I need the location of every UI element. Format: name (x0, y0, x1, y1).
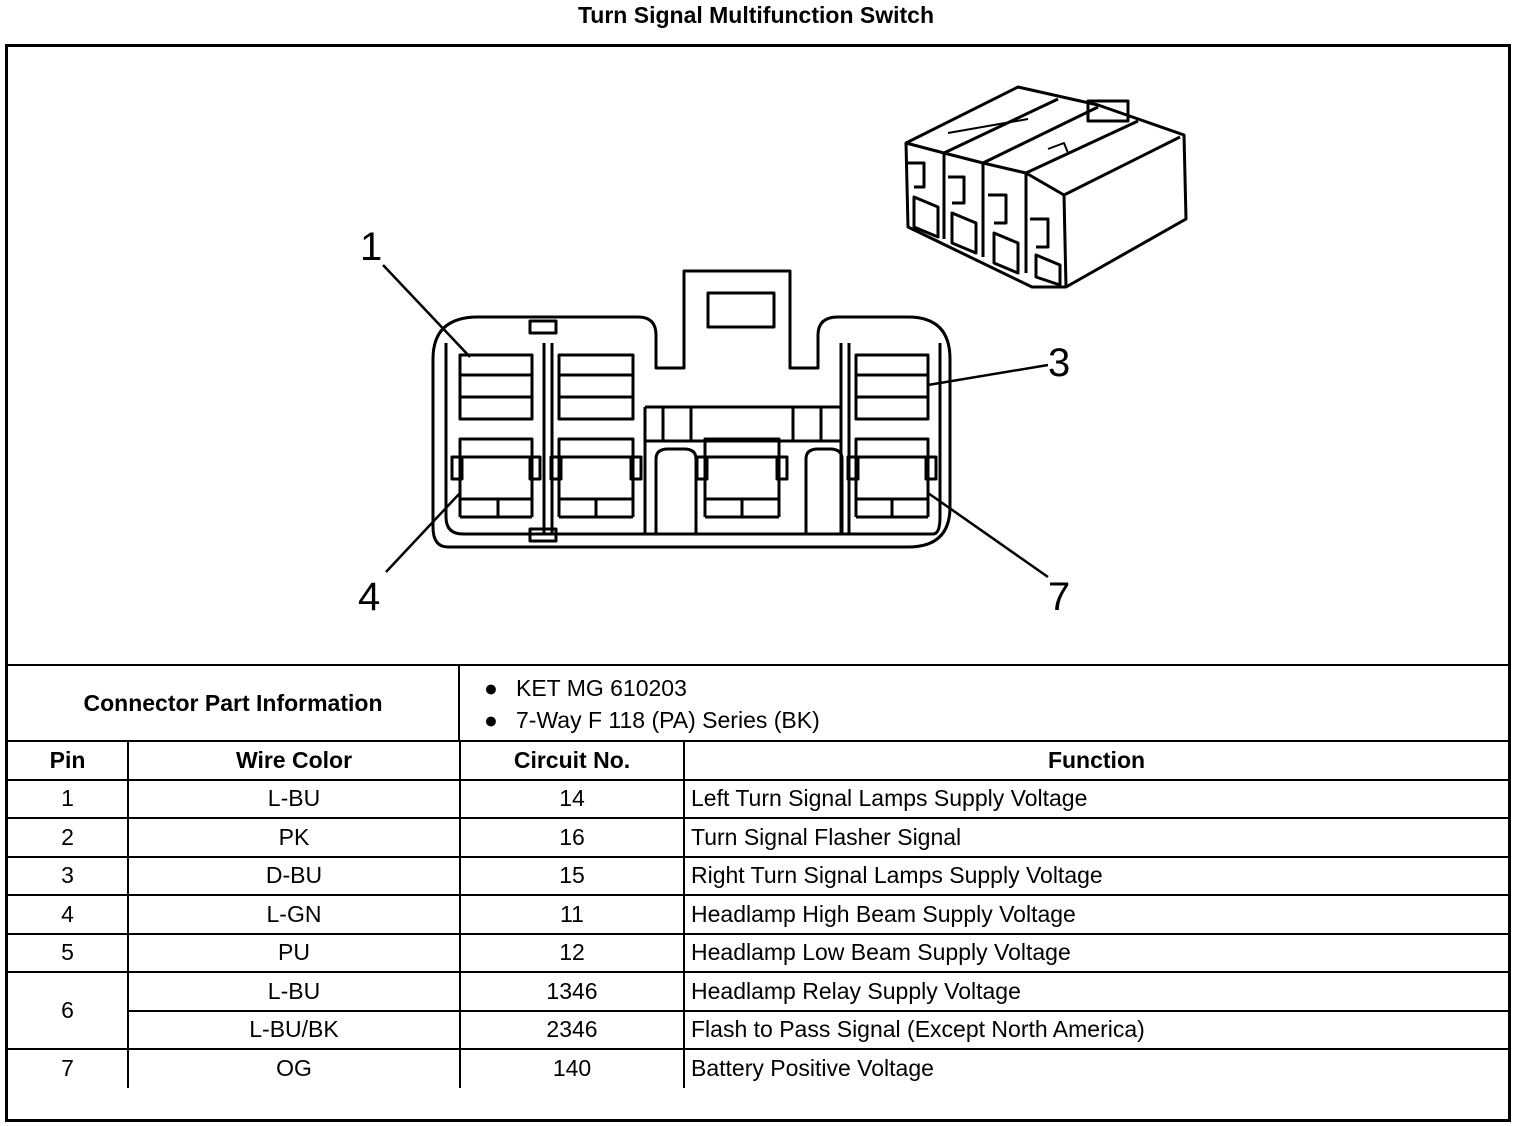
connector-part-info-list: ●KET MG 610203 ●7-Way F 118 (PA) Series … (460, 672, 820, 736)
connector-frame: 1 3 4 7 Connector Part Information ●KET … (5, 44, 1511, 1122)
connector-diagram: 1 3 4 7 (8, 47, 1508, 664)
table-header-row: Pin Wire Color Circuit No. Function (8, 740, 1508, 781)
cell-wire-color: PK (127, 817, 461, 858)
notch-top (528, 319, 558, 335)
cell-circuit: 11 (459, 894, 685, 935)
cell-wire-color: D-BU (127, 855, 461, 896)
cell-pin: 6 (8, 971, 129, 1050)
leader-line-7 (927, 491, 1049, 579)
page-title: Turn Signal Multifunction Switch (577, 2, 935, 28)
part-info-item: ●KET MG 610203 (460, 672, 820, 704)
cavity-pin-3 (854, 353, 930, 421)
cavity-pin-1 (458, 353, 534, 421)
cell-wire-color: PU (127, 932, 461, 973)
table-row: L-BU/BK 2346 Flash to Pass Signal (Excep… (8, 1009, 1508, 1050)
table-row: 7 OG 140 Battery Positive Voltage (8, 1048, 1508, 1088)
table-row: 5 PU 12 Headlamp Low Beam Supply Voltage (8, 932, 1508, 973)
pin-label-1: 1 (360, 225, 383, 269)
cavity-pin-2 (557, 353, 635, 421)
cell-circuit: 14 (459, 778, 685, 819)
cell-pin: 2 (8, 817, 129, 858)
cell-function: Headlamp Relay Supply Voltage (683, 971, 1508, 1012)
table-row: 4 L-GN 11 Headlamp High Beam Supply Volt… (8, 894, 1508, 935)
connector-part-info-heading: Connector Part Information (8, 666, 460, 740)
leader-line-4 (385, 492, 461, 573)
leader-line-1 (382, 264, 471, 358)
pin-label-3: 3 (1048, 341, 1071, 385)
cavity-pin-4 (450, 437, 542, 519)
part-info-item: ●7-Way F 118 (PA) Series (BK) (460, 704, 820, 736)
cell-pin: 5 (8, 932, 129, 973)
header-wire-color: Wire Color (127, 740, 461, 781)
cell-wire-color: L-GN (127, 894, 461, 935)
header-function: Function (683, 740, 1508, 781)
leader-line-3 (927, 363, 1049, 387)
pinout-table: Pin Wire Color Circuit No. Function 1 L-… (8, 740, 1508, 1088)
table-row: 3 D-BU 15 Right Turn Signal Lamps Supply… (8, 855, 1508, 896)
cell-function: Headlamp Low Beam Supply Voltage (683, 932, 1508, 973)
table-row: 6 L-BU 1346 Headlamp Relay Supply Voltag… (8, 971, 1508, 1050)
cell-function: Headlamp High Beam Supply Voltage (683, 894, 1508, 935)
cell-circuit: 2346 (459, 1009, 685, 1050)
cell-wire-color: L-BU (127, 778, 461, 819)
table-row: 2 PK 16 Turn Signal Flasher Signal (8, 817, 1508, 858)
bullet-icon: ● (484, 675, 498, 701)
cell-function: Right Turn Signal Lamps Supply Voltage (683, 855, 1508, 896)
header-circuit-no: Circuit No. (459, 740, 685, 781)
connector-face-drawing (382, 85, 1188, 579)
latch-window (706, 291, 776, 329)
cell-wire-color: L-BU/BK (128, 1009, 461, 1050)
cell-function: Battery Positive Voltage (683, 1048, 1508, 1088)
bullet-icon: ● (484, 707, 498, 733)
cell-circuit: 12 (459, 932, 685, 973)
cell-circuit: 140 (459, 1048, 685, 1088)
connector-shell-outline (431, 269, 952, 549)
cell-circuit: 16 (459, 817, 685, 858)
connector-shell-inner (444, 343, 942, 536)
cell-wire-color: OG (127, 1048, 461, 1088)
cell-pin: 1 (8, 778, 129, 819)
connector-part-info-row: Connector Part Information ●KET MG 61020… (8, 664, 1508, 740)
connector-iso-view (904, 85, 1188, 289)
cell-circuit: 1346 (459, 971, 685, 1012)
cell-circuit: 15 (459, 855, 685, 896)
cell-pin: 4 (8, 894, 129, 935)
cell-wire-color: L-BU (127, 971, 461, 1012)
pin-label-4: 4 (358, 575, 381, 619)
cavity-pin-6 (695, 437, 789, 519)
cell-pin: 7 (8, 1048, 129, 1088)
cell-function: Turn Signal Flasher Signal (683, 817, 1508, 858)
cavity-pin-7 (846, 437, 938, 519)
pin-label-7: 7 (1048, 575, 1071, 619)
cell-pin: 3 (8, 855, 129, 896)
table-row: 1 L-BU 14 Left Turn Signal Lamps Supply … (8, 778, 1508, 819)
header-pin: Pin (8, 740, 129, 781)
cavity-pin-5 (549, 437, 643, 519)
cell-function: Left Turn Signal Lamps Supply Voltage (683, 778, 1508, 819)
cell-function: Flash to Pass Signal (Except North Ameri… (683, 1009, 1508, 1050)
